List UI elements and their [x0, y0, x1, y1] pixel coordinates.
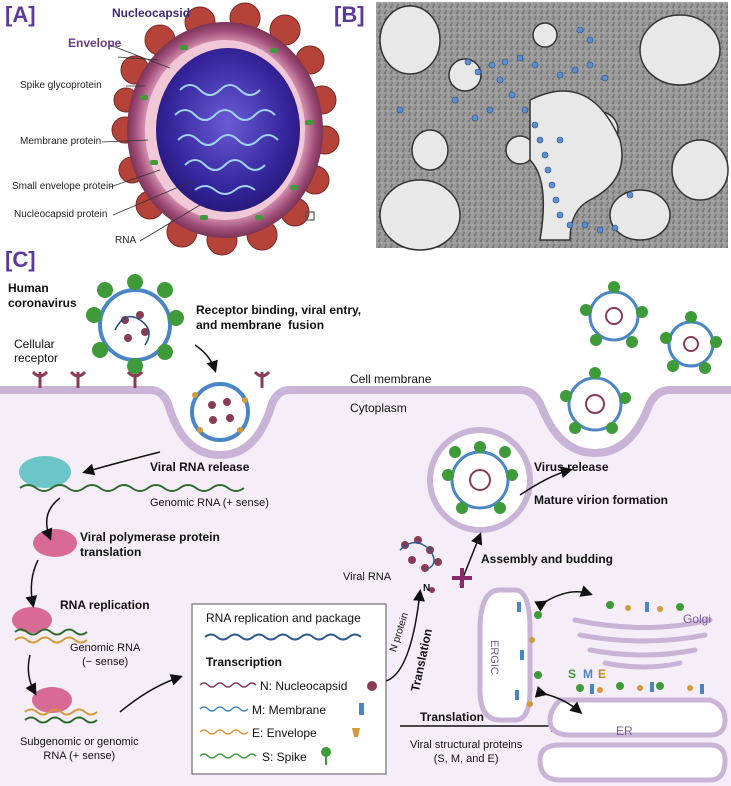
label-nucleocapsid-protein: Nucleocapsid protein [14, 209, 108, 220]
label-cell-membrane: Cell membrane [350, 372, 432, 386]
label-mature-virion: Mature virion formation [534, 493, 669, 507]
label-viral-rna: Viral RNA [343, 571, 392, 583]
label-polymerase-translation: Viral polymerase protein translation [80, 530, 220, 559]
label-ergic: ERGIC [488, 640, 500, 675]
label-n-small: N [423, 583, 431, 594]
label-cytoplasm: Cytoplasm [350, 401, 407, 415]
label-spike-glycoprotein: Spike glycoprotein [20, 80, 102, 91]
label-m: M [583, 667, 593, 681]
label-s-spike: S: Spike [262, 750, 307, 764]
label-viral-structural-proteins: Viral structural proteins (S, M, and E) [410, 739, 523, 765]
label-er: ER [616, 724, 633, 738]
label-assembly-budding: Assembly and budding [481, 552, 614, 566]
label-envelope: Envelope [68, 36, 122, 50]
label-translation: Translation [420, 710, 485, 724]
label-genomic-rna-plus: Genomic RNA (+ sense) [150, 497, 269, 509]
label-membrane-protein: Membrane protein [20, 136, 102, 147]
label-nucleocapsid: Nucleocapsid [112, 6, 191, 20]
panel-label-c: [C] [5, 247, 36, 272]
label-human-coronavirus: Human coronavirus [8, 281, 77, 310]
label-viral-rna-release: Viral RNA release [150, 460, 250, 474]
label-n-nucleocapsid: N: Nucleocapsid [260, 679, 348, 693]
panel-label-a: [A] [5, 2, 36, 27]
label-small-envelope-protein: Small envelope protein [12, 181, 114, 192]
box-title: RNA replication and package [206, 611, 361, 625]
label-receptor-binding: Receptor binding, viral entry, and membr… [196, 303, 362, 332]
label-cellular-receptor: Cellular receptor [14, 337, 59, 365]
label-rna-replication: RNA replication [60, 598, 150, 612]
panel-label-b: [B] [334, 2, 365, 27]
label-e-envelope: E: Envelope [252, 726, 317, 740]
label-subgenomic-rna: Subgenomic or genomic RNA (+ sense) [20, 736, 139, 762]
label-m-membrane: M: Membrane [252, 703, 327, 717]
label-s: S [568, 667, 577, 681]
label-rna: RNA [115, 235, 137, 246]
label-genomic-rna-minus: Genomic RNA (− sense) [70, 642, 141, 668]
label-virus-release: Virus release [534, 460, 609, 474]
label-golgi: Golgi [683, 612, 712, 626]
label-e: E [598, 667, 607, 681]
label-transcription: Transcription [206, 655, 283, 669]
